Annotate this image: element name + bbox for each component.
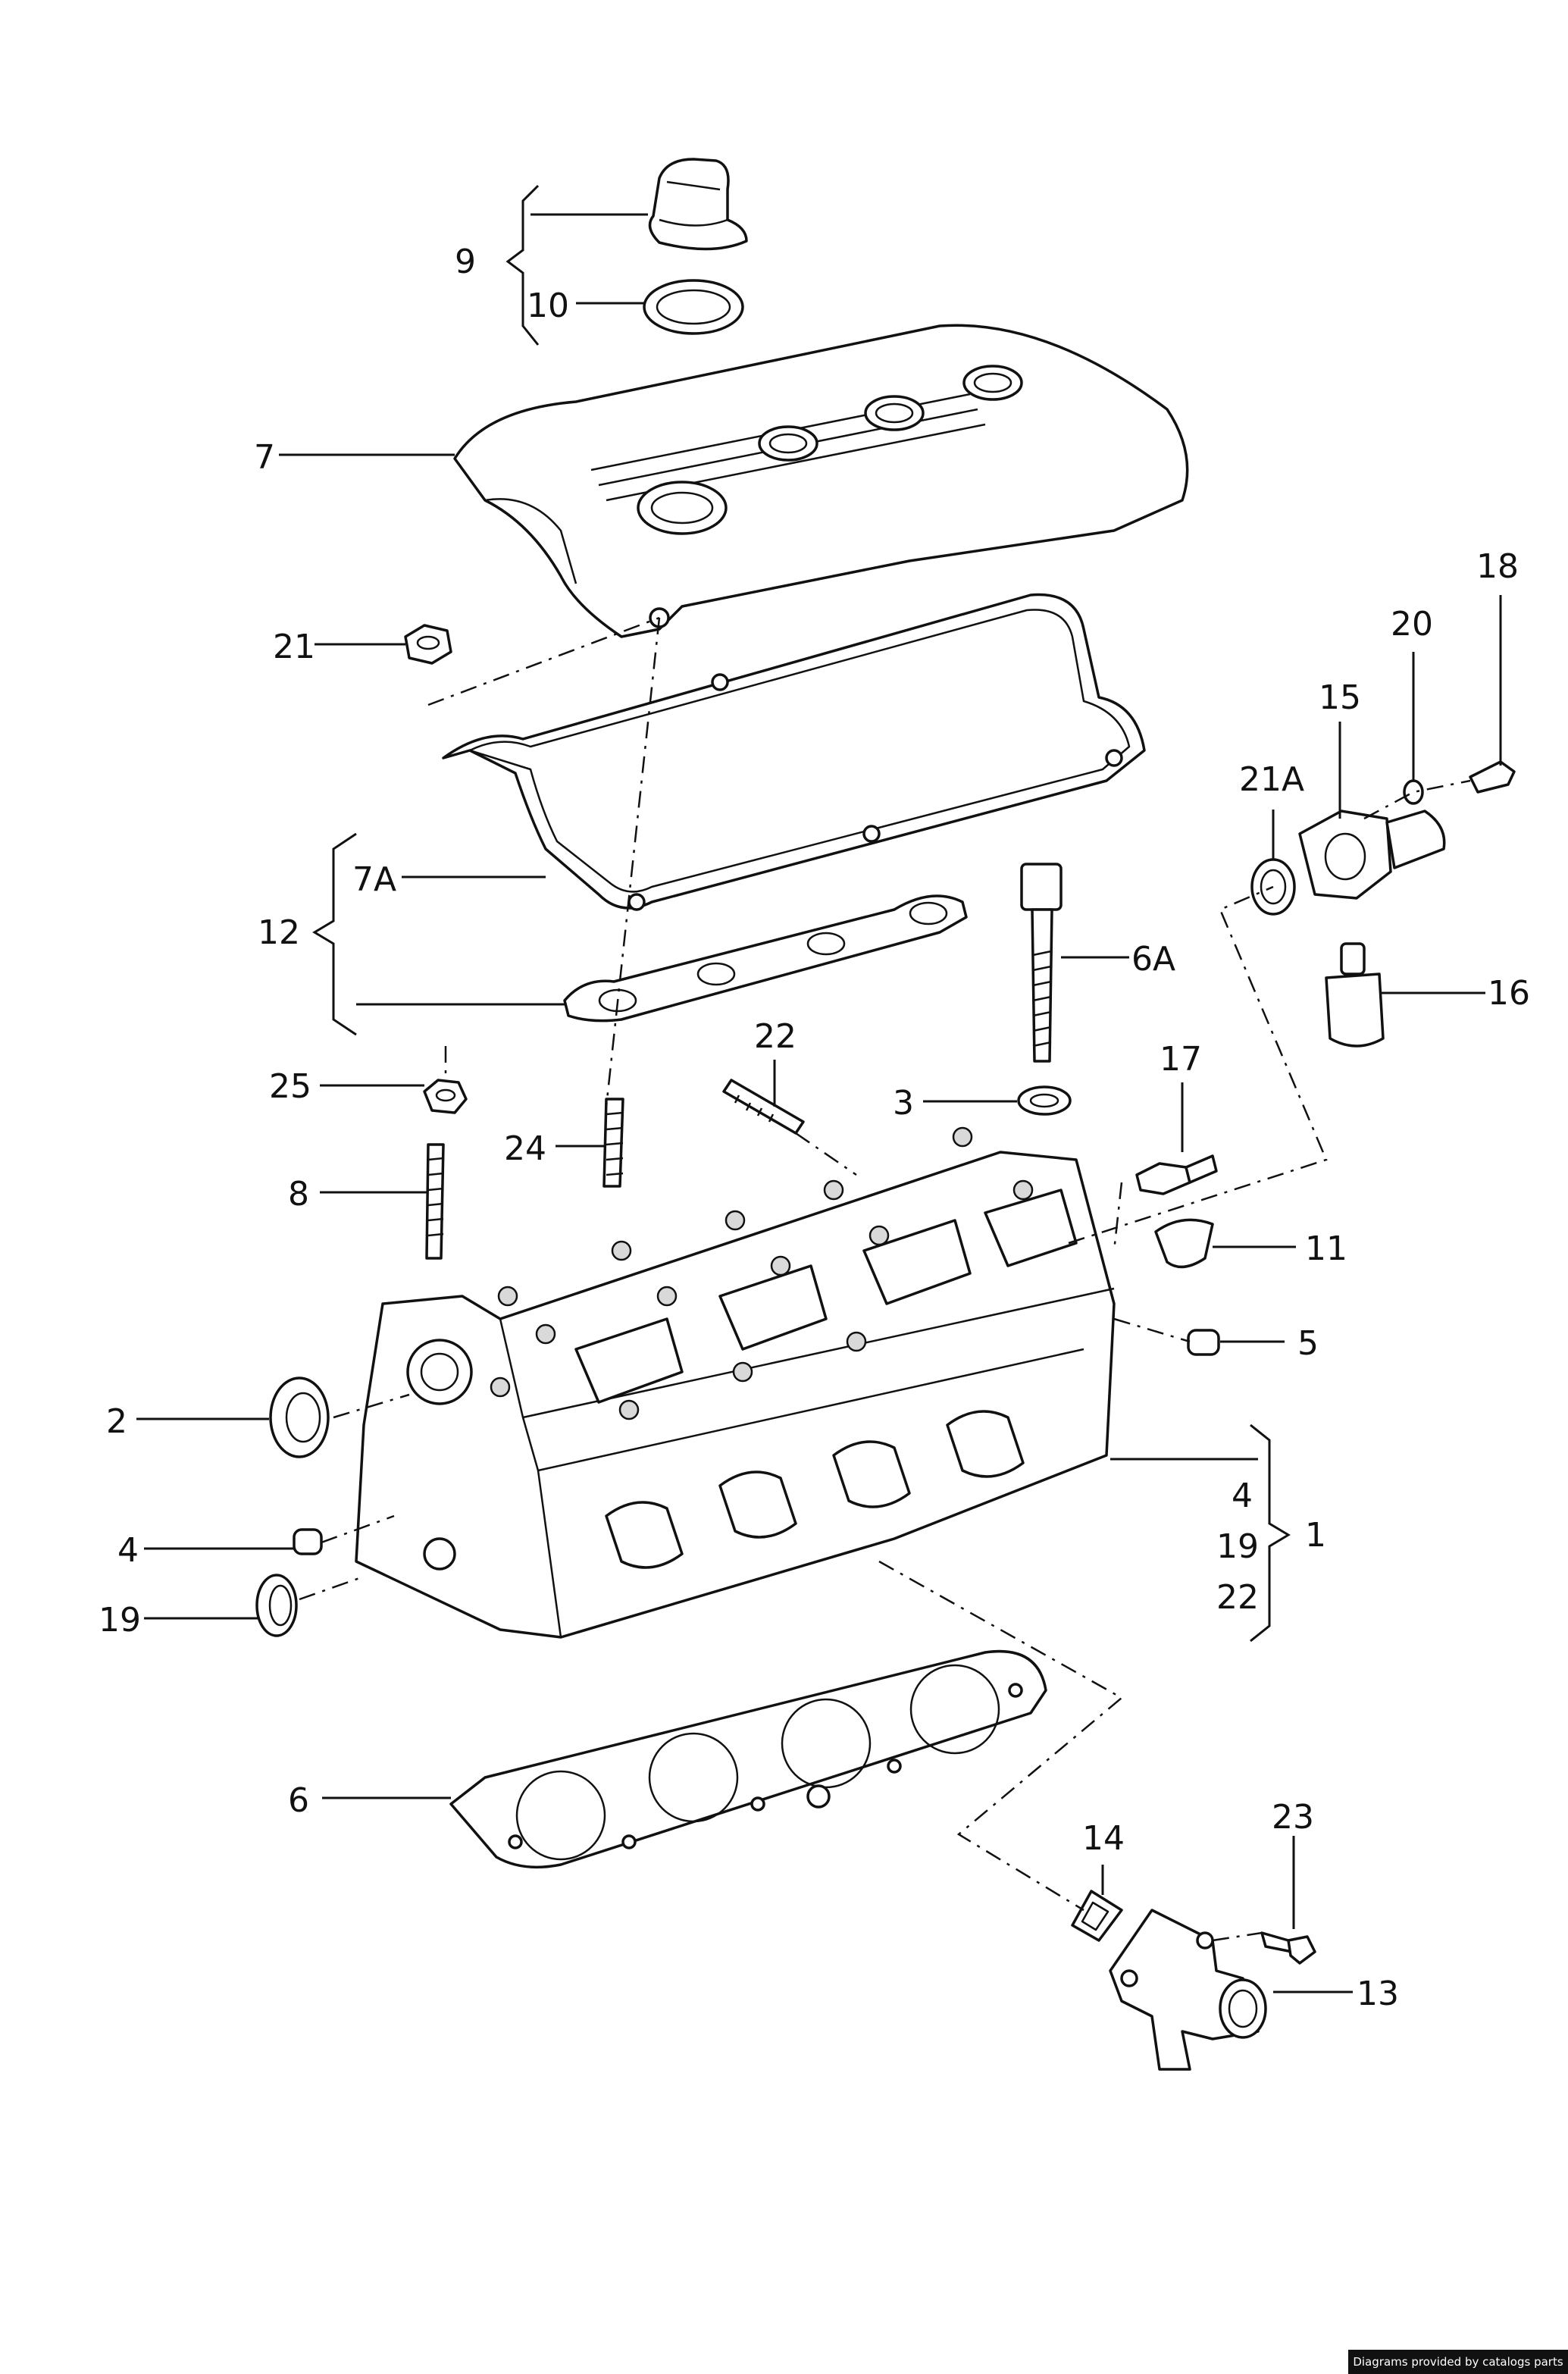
head-bolt-part-6a (1020, 863, 1063, 1063)
callout-11: 11 (1305, 1229, 1347, 1268)
stud-part-24 (602, 1098, 624, 1188)
callout-13: 13 (1357, 1975, 1399, 2013)
callout-15: 15 (1319, 678, 1361, 717)
callout-1-sub-22: 22 (1216, 1578, 1259, 1617)
oil-filler-cap-part-9 (648, 158, 748, 251)
stud-part-22 (722, 1079, 805, 1135)
head-gasket-part-6 (449, 1649, 1047, 1869)
callout-18: 18 (1476, 547, 1519, 586)
gasket-part-14 (1071, 1890, 1123, 1942)
callout-22: 22 (754, 1017, 797, 1056)
valve-cap-row (574, 1189, 1078, 1404)
callout-23: 23 (1272, 1798, 1314, 1837)
callout-7: 7 (254, 438, 275, 477)
cylinder-head-part-1 (355, 1126, 1116, 1639)
callout-12: 12 (258, 913, 300, 952)
callout-21: 21 (273, 628, 315, 666)
callout-1-sub-19: 19 (1216, 1527, 1259, 1566)
plug-part-11 (1154, 1218, 1214, 1269)
washer-part-3 (1017, 1085, 1072, 1116)
manifold-gasket-part-12 (563, 894, 968, 1023)
callout-24: 24 (504, 1129, 546, 1168)
cam-bolts (490, 1126, 1034, 1420)
callout-25: 25 (269, 1067, 311, 1106)
sender-part-16 (1325, 942, 1385, 1048)
coolant-flange-part-13 (1109, 1909, 1267, 2071)
plug-part-4 (293, 1528, 323, 1555)
callout-21a: 21A (1239, 760, 1304, 799)
callout-14: 14 (1082, 1819, 1125, 1858)
seal-part-19 (255, 1574, 298, 1637)
assembly-axis-lines (299, 616, 1471, 1942)
bolt-part-18 (1469, 760, 1516, 794)
callout-5: 5 (1297, 1324, 1319, 1363)
callout-7a: 7A (352, 860, 396, 899)
cylinder-head-cover-part-7 (453, 324, 1189, 638)
callout-1-sub-4: 4 (1232, 1477, 1253, 1515)
nut-part-21 (404, 624, 452, 665)
group-braces (312, 184, 1291, 1643)
callout-9: 9 (455, 243, 476, 281)
callout-6: 6 (288, 1781, 309, 1820)
stud-part-8 (425, 1143, 445, 1260)
cover-gasket-part-7a (442, 593, 1146, 911)
callout-19: 19 (99, 1601, 141, 1640)
callout-2: 2 (106, 1402, 127, 1441)
plug-part-5 (1187, 1329, 1220, 1356)
callout-6a: 6A (1131, 940, 1175, 979)
callout-16: 16 (1488, 974, 1530, 1013)
callout-10: 10 (527, 287, 569, 325)
callout-8: 8 (288, 1175, 309, 1214)
leader-lines (136, 213, 1502, 1993)
bolt-part-23 (1260, 1931, 1316, 1965)
callout-20: 20 (1391, 605, 1433, 644)
coolant-flange-part-15 (1298, 810, 1446, 900)
callout-17: 17 (1160, 1040, 1202, 1079)
flange-nut-part-25 (423, 1079, 468, 1114)
callout-4: 4 (117, 1531, 139, 1570)
temperature-sensor-part-17 (1135, 1154, 1218, 1195)
callout-1: 1 (1305, 1516, 1326, 1555)
diagram-credit: Diagrams provided by catalogs parts (1348, 2350, 1568, 2374)
washer-part-20 (1403, 779, 1424, 805)
callout-labels: 9 10 7 21 18 20 15 21A 7A 12 6A 16 22 25… (99, 243, 1530, 2013)
sealing-ring-part-10 (643, 279, 744, 335)
callout-3: 3 (893, 1084, 914, 1123)
intake-ports (605, 1410, 1025, 1569)
camshaft-seal-part-2 (269, 1376, 330, 1458)
